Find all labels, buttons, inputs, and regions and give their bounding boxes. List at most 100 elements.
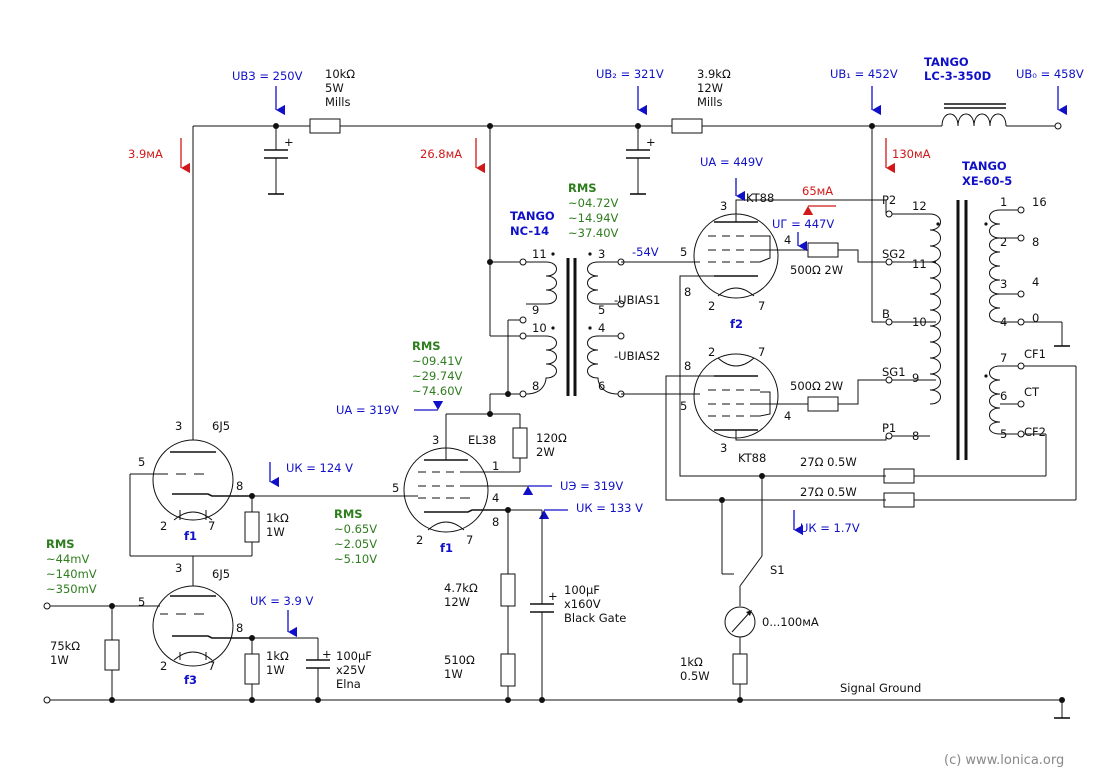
svg-text:8: 8 — [236, 621, 243, 635]
b-plus-rail: + + — [193, 103, 1062, 195]
current-65ma: 65мA — [802, 184, 833, 198]
ubias1-label: -UВIAS1 — [614, 293, 660, 307]
tube-6j5-upper-label: 6J5 — [212, 419, 230, 433]
svg-text:11: 11 — [912, 257, 927, 271]
f2-label: f2 — [730, 317, 743, 331]
r39k-power: 12W — [697, 81, 723, 95]
svg-text:4: 4 — [492, 491, 499, 505]
svg-text:1: 1 — [492, 459, 499, 473]
svg-text:7: 7 — [208, 659, 215, 673]
rms-input-2: ~140mV — [46, 567, 97, 581]
svg-text:2: 2 — [160, 519, 167, 533]
ua-el38: UА = 319V — [336, 403, 399, 417]
svg-text:1: 1 — [1000, 195, 1007, 209]
rms-input-3: ~350mV — [46, 582, 97, 596]
c100u-160-brand: Black Gate — [564, 611, 626, 625]
ub3-label: UВЗ = 250V — [232, 69, 303, 83]
xe60-brand: TANGO — [962, 159, 1007, 173]
cf2-label: CF2 — [1024, 425, 1046, 439]
rms-stage1-1: ~0.65V — [334, 522, 377, 536]
r510-value: 510Ω — [444, 653, 475, 667]
rms-input-title: RMS — [46, 537, 75, 551]
svg-text:8: 8 — [492, 515, 499, 529]
ub0-label: UВ₀ = 458V — [1016, 67, 1084, 81]
r47k-value: 4.7kΩ — [444, 581, 478, 595]
svg-text:8: 8 — [684, 285, 691, 299]
tap-sg2: SG2 — [882, 247, 906, 261]
svg-text:5: 5 — [392, 481, 399, 495]
svg-text:7: 7 — [758, 299, 765, 313]
tap-b: B — [882, 307, 890, 321]
r1k-b-value: 1kΩ — [266, 649, 289, 663]
svg-text:5: 5 — [598, 303, 605, 317]
svg-text:7: 7 — [208, 519, 215, 533]
signal-ground-label: Signal Ground — [840, 681, 921, 695]
svg-text:7: 7 — [1000, 351, 1007, 365]
rms-stage1-2: ~2.05V — [334, 537, 377, 551]
svg-text:2: 2 — [708, 299, 715, 313]
r75k-value: 75kΩ — [50, 639, 80, 653]
r1k-a-value: 1kΩ — [266, 511, 289, 525]
svg-text:8: 8 — [532, 379, 539, 393]
svg-text:10: 10 — [912, 315, 927, 329]
r39k-value: 3.9kΩ — [697, 67, 731, 81]
rms-grid-3: ~37.40V — [568, 226, 619, 240]
ubias2-label: -UВIAS2 — [614, 349, 660, 363]
svg-text:3: 3 — [720, 199, 727, 213]
tube-kt88-lower — [621, 353, 887, 501]
tube-6j5-upper — [129, 126, 252, 557]
c100u-160-value: 100µF — [564, 583, 600, 597]
ug-kt88: UГ = 447V — [772, 217, 834, 231]
r1k-meter-value: 1kΩ — [680, 655, 703, 669]
f3-label: f3 — [184, 673, 197, 687]
r47k-power: 12W — [444, 595, 470, 609]
nc14-brand: TANGO — [510, 209, 555, 223]
speaker-0: 0 — [1032, 311, 1039, 325]
r10k-power: 5W — [325, 81, 344, 95]
svg-text:4: 4 — [598, 321, 605, 335]
nc14-model: NC-14 — [510, 224, 549, 238]
tube-el38-label: EL38 — [468, 433, 496, 447]
r75k-power: 1W — [50, 653, 69, 667]
uk-el38: UК = 133 V — [576, 501, 643, 515]
r10k-value: 10kΩ — [325, 67, 355, 81]
svg-text:3: 3 — [1000, 277, 1007, 291]
svg-text:5: 5 — [680, 399, 687, 413]
r1k-b-power: 1W — [266, 663, 285, 677]
rms-stage1-3: ~5.10V — [334, 552, 377, 566]
svg-text:9: 9 — [532, 303, 539, 317]
choke-model: LC-3-350D — [924, 69, 991, 83]
c100u-25-voltage: x25V — [336, 663, 365, 677]
current-130ma: 130мA — [892, 147, 931, 161]
rms-grid-2: ~14.94V — [568, 211, 619, 225]
r500-a: 500Ω 2W — [790, 263, 843, 277]
svg-text:6: 6 — [598, 379, 605, 393]
c100u-160-voltage: x160V — [564, 597, 601, 611]
copyright: (c) www.lonica.org — [944, 753, 1064, 768]
svg-text:8: 8 — [912, 429, 919, 443]
svg-text:+: + — [284, 135, 294, 149]
r120-power: 2W — [536, 445, 555, 459]
svg-text:+: + — [646, 135, 656, 149]
ue-el38: UЭ = 319V — [560, 479, 623, 493]
transformer-nc14 — [487, 126, 625, 414]
xe60-model: XE-60-5 — [962, 174, 1012, 188]
svg-text:3: 3 — [175, 561, 182, 575]
rms-stage2-1: ~09.41V — [412, 354, 463, 368]
f1-upper: f1 — [184, 529, 197, 543]
r500-b: 500Ω 2W — [790, 379, 843, 393]
ub1-label: UВ₁ = 452V — [830, 67, 898, 81]
c100u-25-value: 100µF — [336, 649, 372, 663]
svg-text:5: 5 — [1000, 427, 1007, 441]
svg-text:+: + — [322, 647, 332, 661]
svg-text:2: 2 — [416, 533, 423, 547]
tap-p1: P1 — [882, 421, 896, 435]
svg-text:UК = 3.9 V: UК = 3.9 V — [250, 594, 313, 608]
svg-text:3: 3 — [175, 419, 182, 433]
svg-text:8: 8 — [236, 479, 243, 493]
svg-text:8: 8 — [684, 359, 691, 373]
r27-b: 27Ω 0.5W — [800, 485, 857, 499]
switch-s1: S1 — [770, 563, 785, 577]
svg-text:2: 2 — [1000, 235, 1007, 249]
